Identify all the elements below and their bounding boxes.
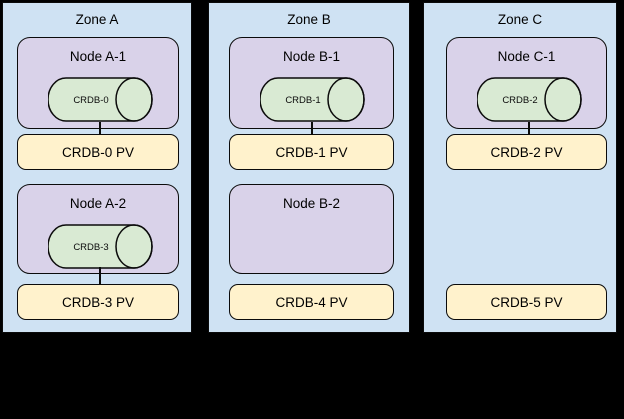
crdb-1-disk-label: CRDB-1	[285, 95, 320, 106]
zone-b-panel: Zone B Node B-1 CRDB-1 CRDB-1 PV Node B-…	[208, 2, 410, 333]
crdb-5-pv-label: CRDB-5 PV	[490, 294, 563, 310]
crdb-4-pv-label: CRDB-4 PV	[275, 294, 348, 310]
connector-line	[311, 122, 313, 136]
crdb-4-pv-box: CRDB-4 PV	[229, 284, 394, 320]
zone-c-label: Zone C	[497, 12, 543, 27]
crdb-2-pv-label: CRDB-2 PV	[490, 144, 563, 160]
node-b1-box: Node B-1 CRDB-1	[229, 37, 394, 129]
crdb-3-cylinder-icon: CRDB-3	[48, 224, 153, 269]
zone-b-label: Zone B	[287, 12, 331, 27]
crdb-3-pv-label: CRDB-3 PV	[61, 294, 134, 310]
zone-a-label: Zone A	[75, 12, 119, 27]
crdb-3-pv-box: CRDB-3 PV	[17, 284, 179, 320]
zone-c-panel: Zone C Node C-1 CRDB-2 CRDB-2 PV CRDB-5 …	[423, 2, 617, 333]
zone-a-panel: Zone A Node A-1 CRDB-0 CRDB-0 PV Node A-…	[2, 2, 192, 333]
crdb-3-disk-label: CRDB-3	[73, 242, 108, 253]
crdb-0-pv-label: CRDB-0 PV	[61, 144, 134, 160]
node-a1-label: Node A-1	[69, 49, 127, 64]
crdb-5-pv-box: CRDB-5 PV	[446, 284, 607, 320]
node-b2-box: Node B-2	[229, 184, 394, 274]
node-b1-label: Node B-1	[282, 49, 341, 64]
crdb-2-cylinder-icon: CRDB-2	[477, 77, 582, 122]
node-a2-label: Node A-2	[69, 196, 127, 211]
crdb-0-pv-box: CRDB-0 PV	[17, 134, 179, 170]
crdb-2-disk-label: CRDB-2	[502, 95, 537, 106]
crdb-1-pv-label: CRDB-1 PV	[275, 144, 348, 160]
node-b2-label: Node B-2	[282, 196, 341, 211]
node-a1-box: Node A-1 CRDB-0	[17, 37, 179, 129]
crdb-0-cylinder-icon: CRDB-0	[48, 77, 153, 122]
connector-line	[528, 122, 530, 136]
node-c1-box: Node C-1 CRDB-2	[446, 37, 607, 129]
crdb-1-pv-box: CRDB-1 PV	[229, 134, 394, 170]
node-c1-label: Node C-1	[497, 49, 556, 64]
connector-line	[99, 122, 101, 136]
connector-line	[99, 267, 101, 286]
crdb-0-disk-label: CRDB-0	[73, 95, 108, 106]
crdb-2-pv-box: CRDB-2 PV	[446, 134, 607, 170]
node-a2-box: Node A-2 CRDB-3	[17, 184, 179, 274]
crdb-1-cylinder-icon: CRDB-1	[260, 77, 365, 122]
